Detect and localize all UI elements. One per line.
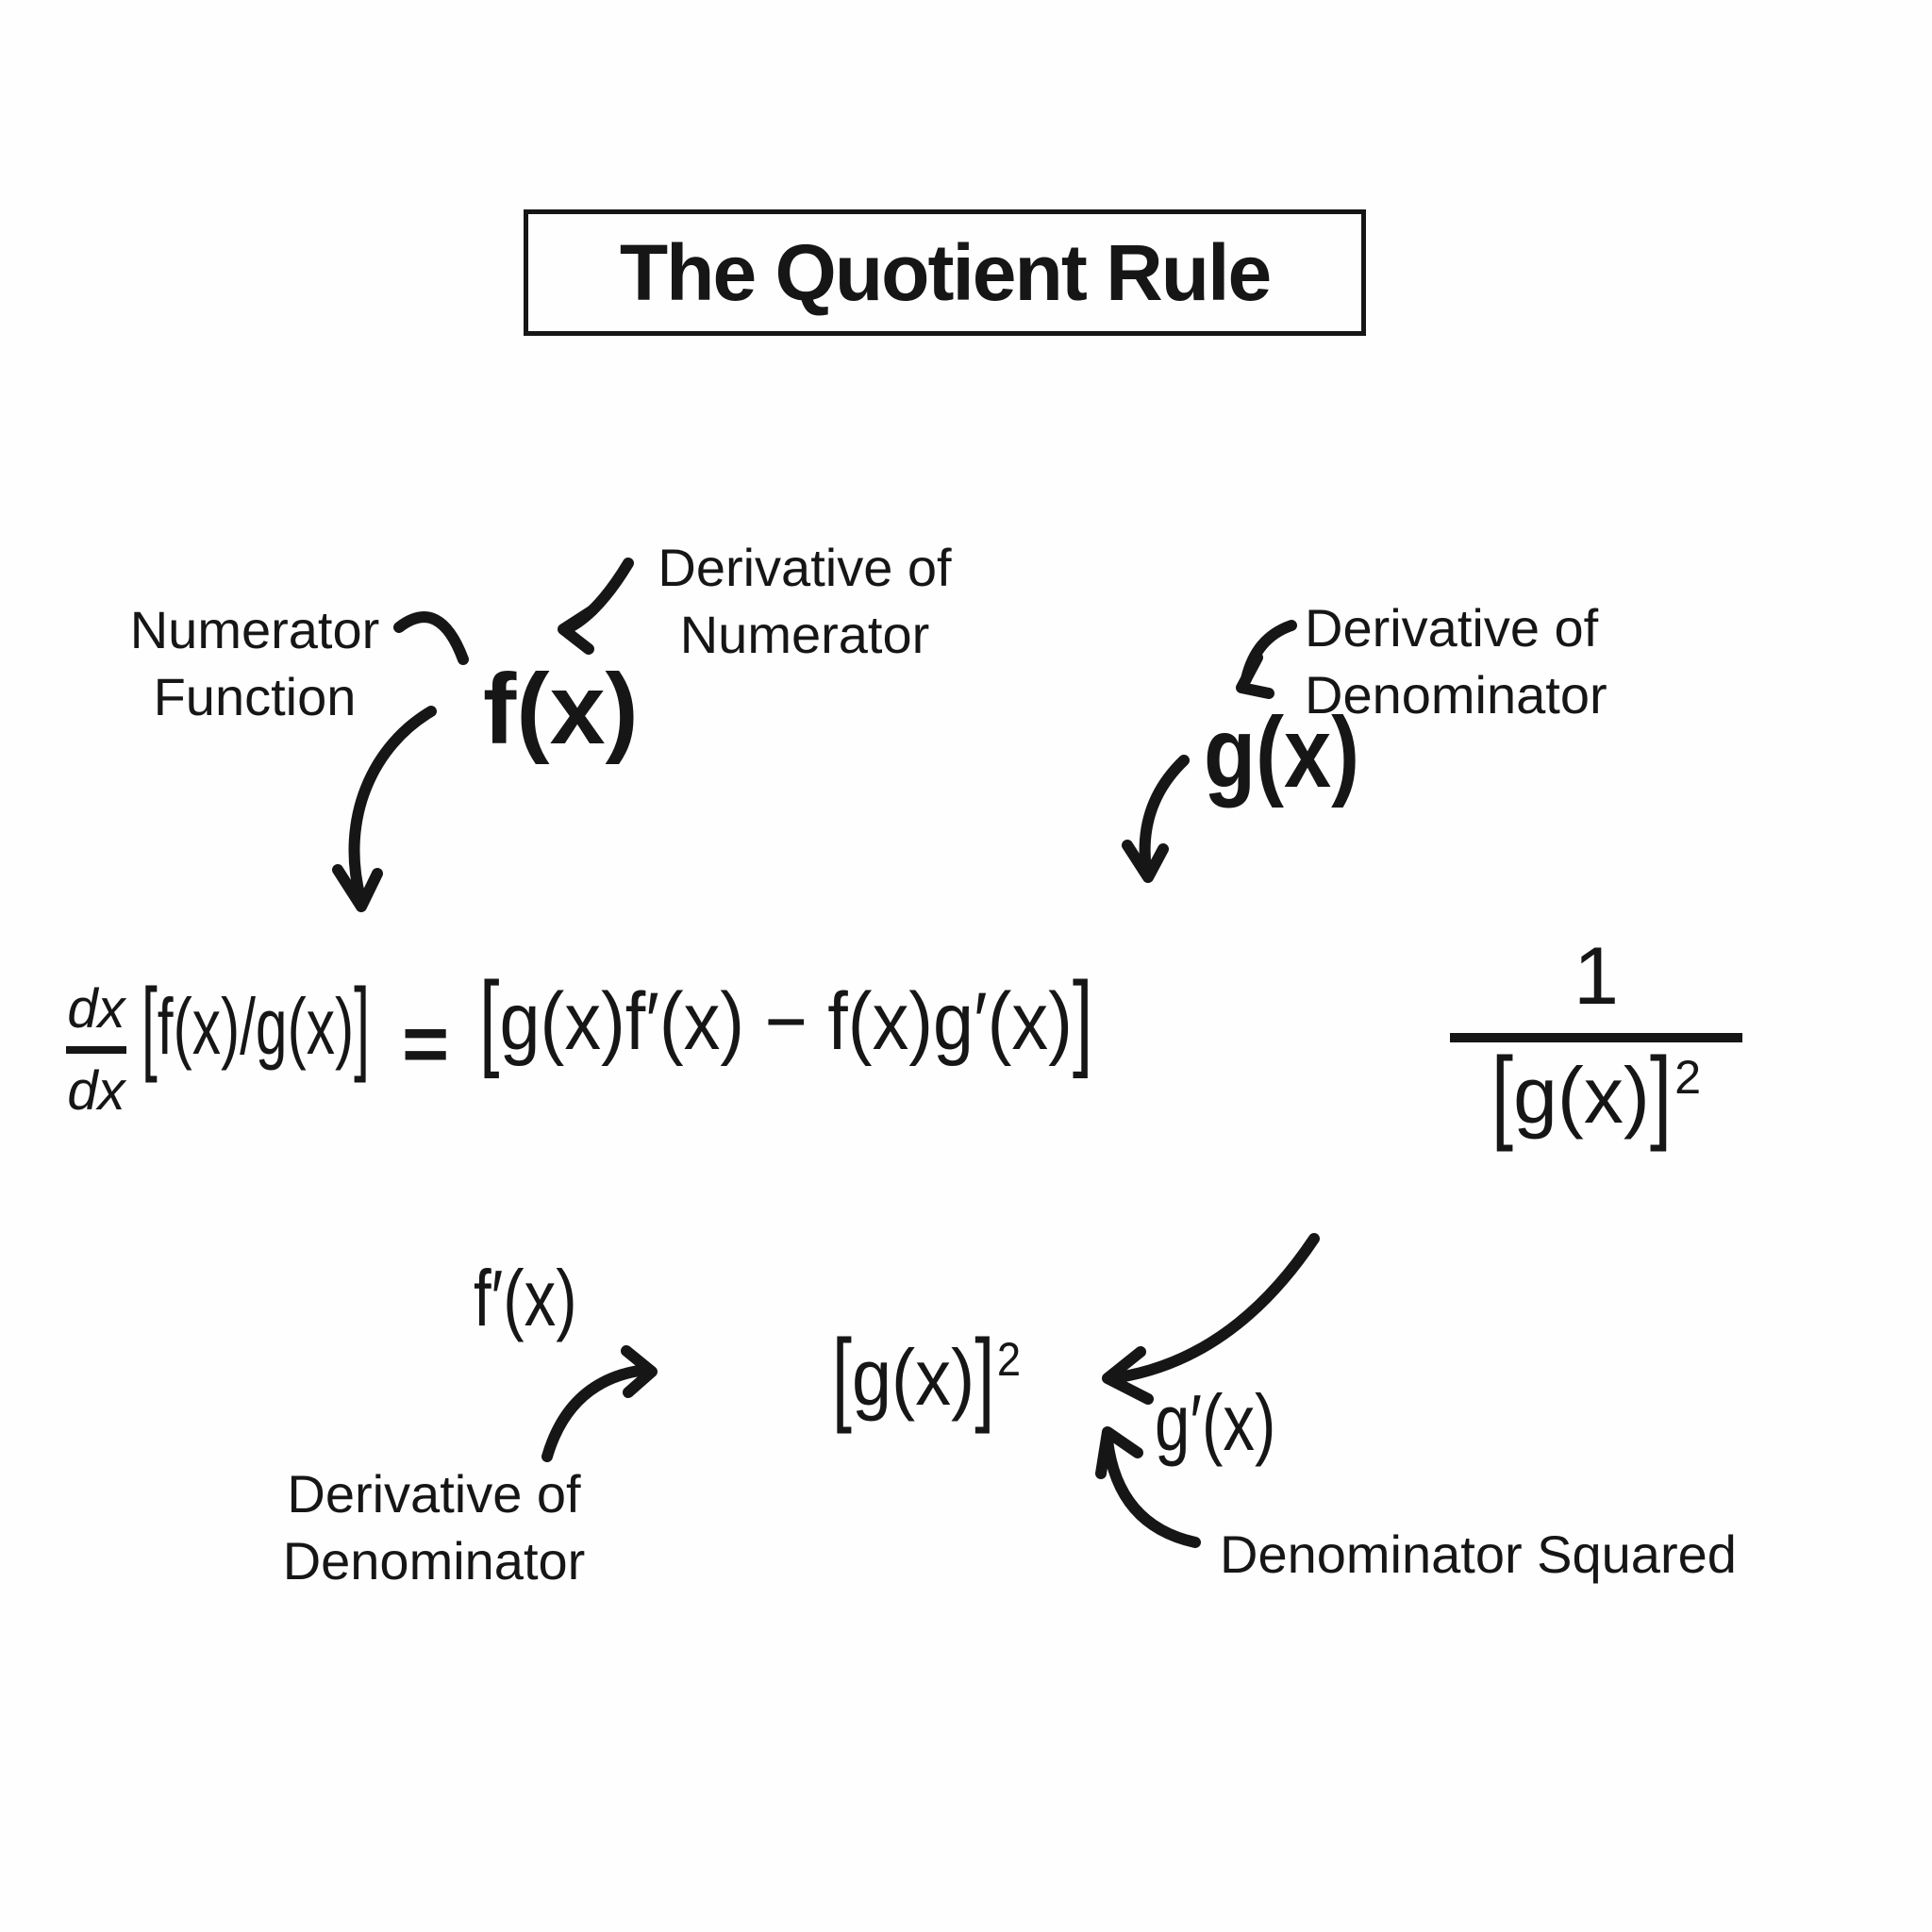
- equals-sign: =: [402, 999, 450, 1090]
- rhs-fraction-bar: [1450, 1033, 1742, 1042]
- rhs-open-bracket: [: [479, 959, 500, 1080]
- label-numerator-function: Numerator Function: [129, 600, 380, 727]
- gx-to-equation-arrow-icon: [1122, 755, 1190, 883]
- equation-lhs: [f(x)/g(x)]: [142, 966, 458, 1083]
- denominator-squared-exponent: 2: [996, 1331, 1022, 1386]
- label-denominator-squared: Denominator Squared: [1220, 1524, 1737, 1584]
- fraction-to-denominator-squared-arrow-icon: [1102, 1233, 1320, 1405]
- numerator-function-symbol: f(x): [483, 654, 639, 765]
- lhs-open-bracket: [: [142, 966, 158, 1084]
- rhs-fraction-exponent: 2: [1674, 1049, 1702, 1104]
- lhs-body: f(x)/g(x): [157, 982, 355, 1071]
- label-derivative-of-numerator: Derivative of Numerator: [658, 538, 952, 665]
- title-box: The Quotient Rule: [524, 209, 1366, 336]
- differential-numerator: dx: [67, 978, 125, 1040]
- derivative-numerator-symbol: f′(x): [474, 1254, 577, 1342]
- label-derivative-of-denominator-top: Derivative of Denominator: [1305, 598, 1607, 725]
- derivative-of-numerator-arrow-icon: [558, 558, 634, 655]
- derivative-denominator-symbol: g′(x): [1155, 1378, 1276, 1467]
- fx-to-equation-arrow-icon: [332, 706, 437, 912]
- page-title: The Quotient Rule: [619, 227, 1272, 317]
- rhs-body: g(x)f′(x) − f(x)g′(x): [499, 976, 1073, 1067]
- denominator-squared-symbol: [g(x)]2: [832, 1317, 1022, 1435]
- rhs-close-bracket: ]: [1072, 959, 1093, 1080]
- label-derivative-of-denominator-bottom: Derivative of Denominator: [282, 1464, 586, 1591]
- lhs-close-bracket: ]: [354, 966, 370, 1084]
- differential-fraction-bar: [66, 1046, 126, 1054]
- rhs-fraction-numerator: 1: [1574, 931, 1619, 1022]
- differential-denominator: dx: [67, 1060, 125, 1122]
- equation-rhs-bracket: [g(x)f′(x) − f(x)g′(x)]: [479, 960, 1161, 1080]
- differential-operator-fraction: dx dx: [60, 977, 132, 1123]
- denominator-function-symbol: g(x): [1204, 697, 1360, 808]
- fprime-to-denominator-squared-arrow-icon: [541, 1345, 658, 1462]
- rhs-fraction: 1 [g(x)]2: [1450, 930, 1742, 1153]
- numerator-function-connector-icon: [393, 611, 469, 665]
- derivative-of-denominator-arrow-icon: [1236, 620, 1297, 699]
- denominator-squared-label-arrow-icon: [1095, 1426, 1201, 1548]
- rhs-fraction-denominator: [g(x)]2: [1491, 1035, 1702, 1153]
